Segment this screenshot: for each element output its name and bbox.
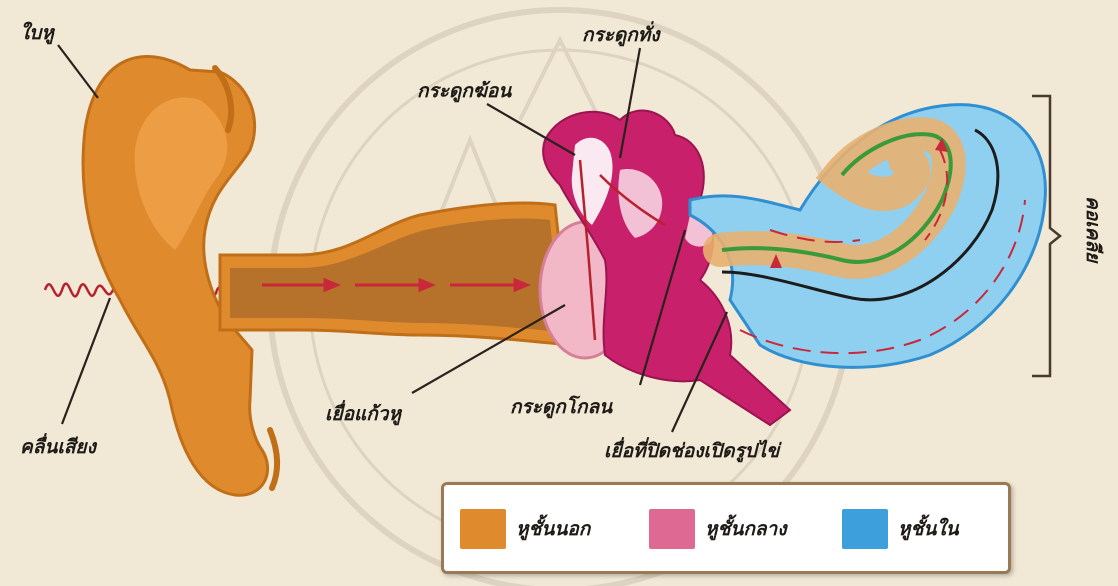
legend: หูชั้นนอก หูชั้นกลาง หูชั้นใน: [441, 482, 1011, 574]
legend-label-middle: หูชั้นกลาง: [705, 514, 787, 544]
label-sound-wave: คลื่นเสียง: [20, 432, 96, 462]
label-cochlea: คอเคลีย: [1078, 196, 1108, 262]
legend-swatch-outer: [460, 509, 506, 549]
label-eardrum: เยื่อแก้วหู: [325, 399, 401, 429]
label-malleus: กระดูกฆ้อน: [417, 76, 511, 106]
label-auricle: ใบหู: [20, 18, 54, 48]
legend-label-outer: หูชั้นนอก: [516, 514, 590, 544]
legend-item-inner-ear: หูชั้นใน: [842, 507, 959, 551]
legend-item-middle-ear: หูชั้นกลาง: [649, 507, 787, 551]
cochlea: [690, 105, 1045, 368]
label-incus: กระดูกทั่ง: [582, 20, 660, 50]
legend-swatch-inner: [842, 509, 888, 549]
legend-label-inner: หูชั้นใน: [898, 514, 959, 544]
label-oval-window: เยื่อที่ปิดช่องเปิดรูปไข่: [604, 436, 779, 466]
legend-swatch-middle: [649, 509, 695, 549]
legend-item-outer-ear: หูชั้นนอก: [460, 507, 590, 551]
label-stapes: กระดูกโกลน: [510, 392, 612, 422]
